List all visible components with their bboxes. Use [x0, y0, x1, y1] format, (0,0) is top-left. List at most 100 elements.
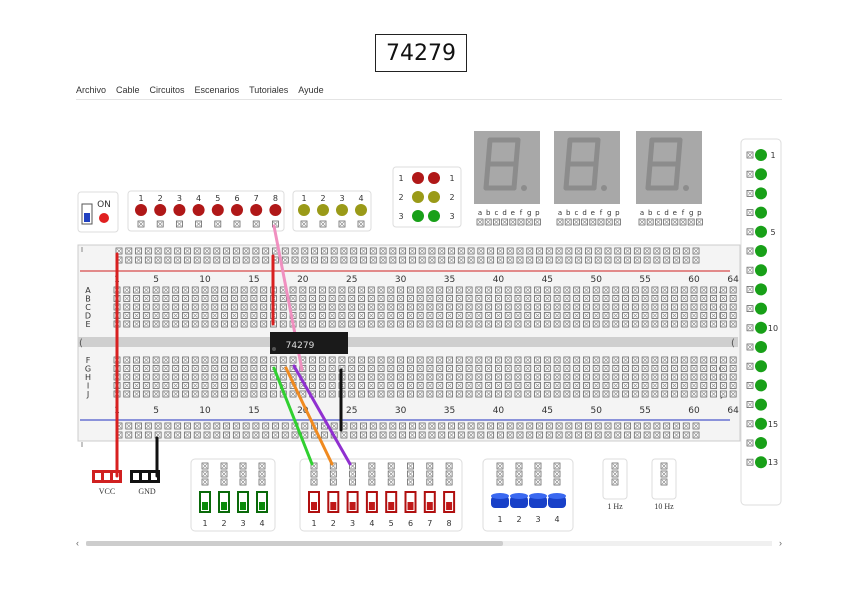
- hole-mark: [652, 287, 658, 293]
- hole-mark: [221, 471, 227, 477]
- hole-mark: [388, 287, 394, 293]
- hole-mark: [556, 423, 562, 429]
- led-number: 3: [339, 194, 344, 203]
- hole-mark: [240, 479, 246, 485]
- yellow-led: [317, 204, 329, 216]
- column-number: 20: [297, 406, 309, 416]
- scroll-thumb[interactable]: [86, 541, 503, 546]
- hole-mark: [339, 221, 345, 227]
- menu-tutoriales[interactable]: Tutoriales: [249, 85, 289, 95]
- segment: [673, 161, 681, 191]
- hole-mark: [126, 248, 131, 254]
- column-number: 55: [639, 275, 650, 285]
- hole-mark: [232, 366, 237, 371]
- menu-ayude[interactable]: Ayude: [298, 85, 324, 95]
- scroll-right-icon[interactable]: ›: [779, 538, 782, 548]
- hole-mark: [635, 432, 640, 438]
- hole-mark: [535, 296, 540, 301]
- hole-mark: [134, 321, 139, 327]
- hole-mark: [537, 423, 542, 429]
- scroll-left-icon[interactable]: ‹: [76, 538, 79, 548]
- hole-mark: [535, 287, 540, 293]
- hole-mark: [642, 391, 648, 397]
- column-number: 35: [444, 275, 455, 285]
- hole-mark: [144, 366, 149, 371]
- menu-cable[interactable]: Cable: [116, 85, 140, 95]
- column-number: 64: [727, 406, 739, 416]
- column-number: 55: [639, 406, 650, 416]
- segment-pin-label: c: [656, 209, 660, 217]
- hole-mark: [507, 423, 513, 429]
- green-wire[interactable]: [272, 366, 314, 466]
- switch-lever: [202, 502, 208, 510]
- hole-mark: [516, 463, 522, 469]
- hole-mark: [535, 366, 540, 371]
- hole-mark: [721, 313, 726, 318]
- hole-mark: [711, 287, 716, 293]
- push-button[interactable]: [529, 496, 547, 508]
- hole-mark: [545, 366, 550, 371]
- segment-pin-label: f: [600, 209, 603, 217]
- hole-mark: [263, 423, 268, 429]
- hole-mark: [556, 257, 562, 263]
- push-button[interactable]: [548, 496, 566, 508]
- push-button[interactable]: [491, 496, 509, 508]
- column-number: 50: [590, 406, 602, 416]
- hole-mark: [674, 257, 679, 263]
- push-button[interactable]: [510, 496, 528, 508]
- hole-mark: [310, 321, 315, 327]
- hole-mark: [419, 432, 425, 438]
- hole-mark: [605, 423, 611, 429]
- hole-mark: [545, 383, 550, 388]
- hole-mark: [310, 374, 315, 380]
- menu-archivo[interactable]: Archivo: [76, 85, 107, 95]
- hole-mark: [603, 391, 609, 397]
- hole-mark: [466, 287, 472, 293]
- orange-wire[interactable]: [284, 366, 334, 466]
- hole-mark: [253, 432, 259, 438]
- menu-bar: Archivo Cable Circuitos Escenarios Tutor…: [76, 85, 782, 100]
- purple-wire[interactable]: [292, 364, 352, 466]
- menu-escenarios[interactable]: Escenarios: [194, 85, 240, 95]
- hole-mark: [253, 423, 259, 429]
- hole-mark: [457, 304, 462, 310]
- hole-mark: [446, 471, 452, 477]
- hole-mark: [498, 432, 503, 438]
- hole-mark: [691, 357, 697, 363]
- hole-mark: [361, 423, 366, 429]
- hole-mark: [408, 479, 413, 485]
- hole-mark: [623, 304, 628, 310]
- hole-mark: [329, 287, 335, 293]
- horizontal-scrollbar[interactable]: ‹ ›: [76, 538, 782, 548]
- switch-lever: [446, 502, 453, 510]
- hole-mark: [369, 321, 374, 327]
- ic-chip[interactable]: [270, 332, 348, 354]
- hole-mark: [378, 383, 384, 388]
- power-switch-lever: [84, 213, 90, 222]
- hole-mark: [615, 257, 620, 263]
- hole-mark: [613, 313, 618, 318]
- hole-mark: [185, 423, 190, 429]
- hole-mark: [241, 321, 247, 327]
- hole-mark: [157, 221, 163, 227]
- seven-seg-display: [554, 131, 620, 204]
- hole-mark: [507, 248, 513, 254]
- hole-mark: [212, 287, 218, 293]
- hole-mark: [193, 287, 198, 293]
- hole-mark: [232, 313, 237, 318]
- red-led: [269, 204, 282, 216]
- hole-mark: [134, 304, 139, 310]
- switch-number: 2: [221, 519, 226, 528]
- hole-mark: [545, 391, 550, 397]
- hole-mark: [642, 366, 648, 371]
- hole-mark: [730, 374, 736, 380]
- hole-mark: [271, 357, 276, 363]
- hole-mark: [505, 304, 511, 310]
- hole-mark: [185, 257, 190, 263]
- hole-mark: [554, 357, 560, 363]
- hole-mark: [565, 219, 571, 225]
- menu-circuitos[interactable]: Circuitos: [149, 85, 185, 95]
- hole-mark: [654, 432, 660, 438]
- hole-mark: [359, 313, 364, 318]
- hole-mark: [215, 221, 221, 227]
